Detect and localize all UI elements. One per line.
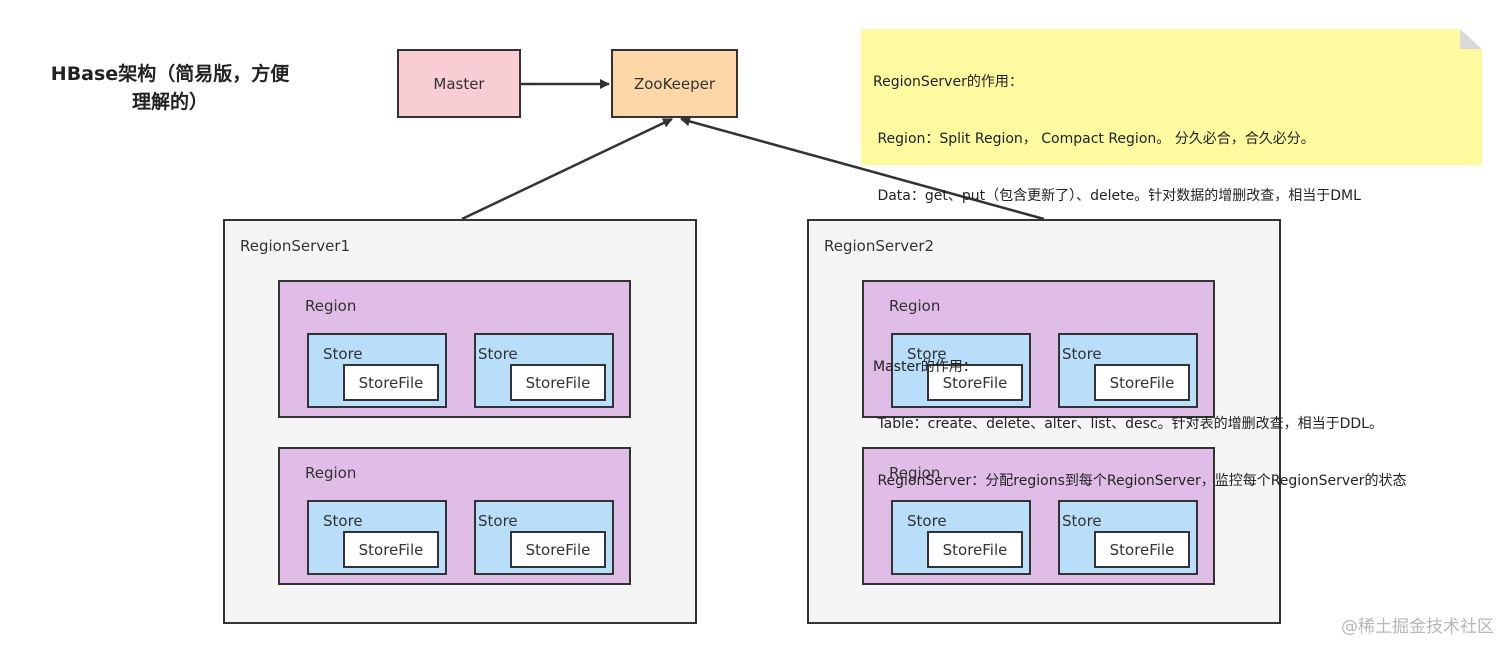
region-label: Region — [305, 297, 357, 315]
store: Store StoreFile — [474, 333, 614, 408]
store: Store StoreFile — [307, 500, 447, 575]
storefile: StoreFile — [1094, 531, 1190, 568]
zookeeper-node: ZooKeeper — [611, 49, 738, 118]
diagram-title-line1: HBase架构（简易版，方便 — [50, 63, 290, 85]
watermark: @稀土掘金技术社区 — [1341, 617, 1494, 637]
store-label: Store — [478, 512, 518, 530]
note-line: Master的作用： — [873, 359, 977, 375]
store-label: Store — [323, 512, 363, 530]
note-line: RegionServer的作用： — [873, 74, 1023, 90]
arrow-regionserver2-to-zookeeper — [680, 116, 1045, 221]
store: Store StoreFile — [307, 333, 447, 408]
regionserver-2: RegionServer2 Region Store StoreFile Sto… — [807, 219, 1281, 624]
regionserver-2-region-2: Region Store StoreFile Store StoreFile — [862, 447, 1215, 585]
storefile: StoreFile — [510, 364, 606, 401]
note-line: Region：Split Region， Compact Region。 分久必… — [873, 131, 1315, 147]
storefile: StoreFile — [927, 364, 1023, 401]
note-line: Table：create、delete、alter、list、desc。针对表的… — [873, 416, 1383, 432]
store: Store StoreFile — [891, 333, 1031, 408]
storefile: StoreFile — [927, 531, 1023, 568]
note-line — [873, 244, 1407, 263]
regionserver-1-region-2: Region Store StoreFile Store StoreFile — [278, 447, 631, 585]
sticky-note — [861, 29, 1482, 165]
regionserver-1-label: RegionServer1 — [240, 237, 351, 255]
storefile: StoreFile — [1094, 364, 1190, 401]
store-label: Store — [478, 345, 518, 363]
region-label: Region — [889, 464, 941, 482]
store-label: Store — [323, 345, 363, 363]
store: Store StoreFile — [1058, 500, 1198, 575]
store: Store StoreFile — [474, 500, 614, 575]
storefile: StoreFile — [343, 364, 439, 401]
master-node: Master — [397, 49, 521, 118]
diagram-title: HBase架构（简易版，方便 理解的） — [30, 60, 310, 116]
store-label: Store — [1062, 345, 1102, 363]
regionserver-1: RegionServer1 Region Store StoreFile Sto… — [223, 219, 697, 624]
store-label: Store — [907, 345, 947, 363]
sticky-note-text: RegionServer的作用： Region：Split Region， Co… — [873, 35, 1407, 510]
store-label: Store — [1062, 512, 1102, 530]
region-label: Region — [889, 297, 941, 315]
arrow-regionserver1-to-zookeeper — [461, 117, 673, 221]
note-line — [873, 301, 1407, 320]
diagram-title-line2: 理解的） — [131, 91, 208, 113]
regionserver-1-region-1: Region Store StoreFile Store StoreFile — [278, 280, 631, 418]
regionserver-2-label: RegionServer2 — [824, 237, 935, 255]
store: Store StoreFile — [891, 500, 1031, 575]
zookeeper-label: ZooKeeper — [633, 74, 716, 93]
note-line: Data：get、put（包含更新了）、delete。针对数据的增删改查，相当于… — [873, 188, 1361, 204]
storefile: StoreFile — [510, 531, 606, 568]
master-label: Master — [433, 74, 485, 93]
regionserver-2-region-1: Region Store StoreFile Store StoreFile — [862, 280, 1215, 418]
storefile: StoreFile — [343, 531, 439, 568]
note-line: RegionServer：分配regions到每个RegionServer，监控… — [873, 473, 1407, 489]
store-label: Store — [907, 512, 947, 530]
store: Store StoreFile — [1058, 333, 1198, 408]
region-label: Region — [305, 464, 357, 482]
